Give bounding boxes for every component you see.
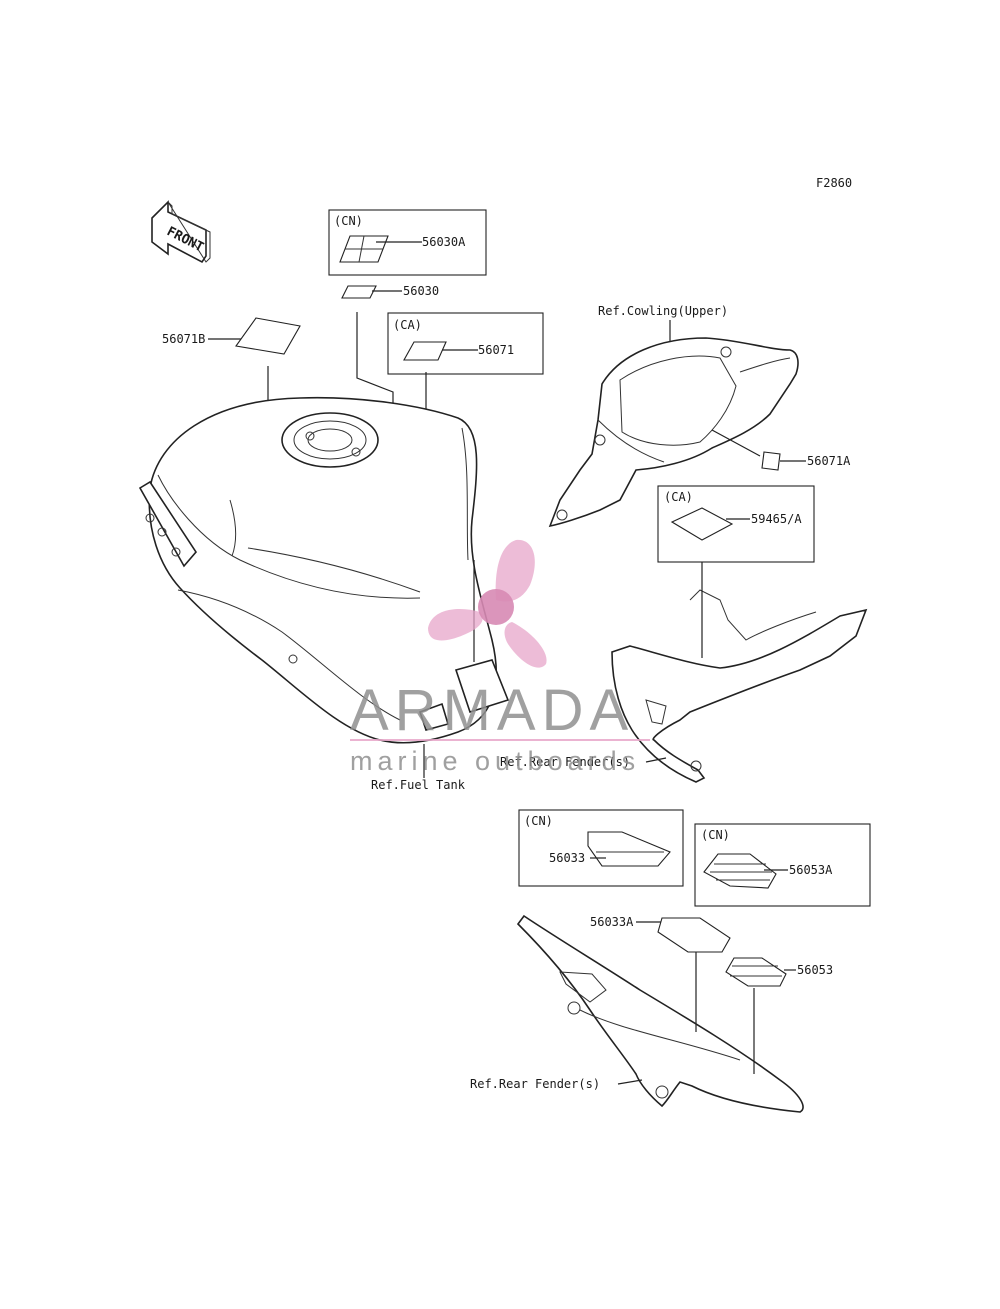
label-59465A: 59465/A bbox=[751, 512, 802, 526]
label-56071A: 56071A bbox=[807, 454, 851, 468]
decal-56053 bbox=[725, 957, 787, 987]
tag-cn-lower-left: (CN) bbox=[524, 814, 553, 828]
fuel-tank bbox=[138, 396, 510, 744]
label-56030: 56030 bbox=[403, 284, 439, 298]
cowling-upper bbox=[548, 337, 799, 528]
tag-ca-mid: (CA) bbox=[393, 318, 422, 332]
decal-56030 bbox=[341, 285, 377, 299]
ca-box-59465A bbox=[657, 485, 815, 563]
decal-56033 bbox=[587, 831, 671, 867]
decal-56053A bbox=[703, 853, 777, 889]
cn-box-56053A bbox=[694, 823, 871, 907]
ref-cowling-upper: Ref.Cowling(Upper) bbox=[598, 304, 728, 318]
decal-56071 bbox=[403, 341, 447, 361]
ca-box-56071 bbox=[387, 312, 544, 375]
decal-56071B bbox=[235, 317, 301, 355]
figure-code: F2860 bbox=[816, 176, 852, 190]
ref-rear-fender-bottom: Ref.Rear Fender(s) bbox=[470, 1077, 600, 1091]
ref-fuel-tank: Ref.Fuel Tank bbox=[371, 778, 466, 792]
cn-box-56030A bbox=[328, 209, 487, 276]
label-56071: 56071 bbox=[478, 343, 514, 357]
cn-box-56033 bbox=[518, 809, 684, 887]
decal-56033A bbox=[657, 917, 731, 953]
label-56071B: 56071B bbox=[162, 332, 205, 346]
label-56033A: 56033A bbox=[590, 915, 634, 929]
label-56030A: 56030A bbox=[422, 235, 466, 249]
label-56053A: 56053A bbox=[789, 863, 833, 877]
watermark-tagline: marine outboards bbox=[350, 746, 640, 776]
decal-56030A bbox=[339, 235, 389, 263]
watermark: ARMADA marine outboards bbox=[350, 539, 650, 776]
label-56033: 56033 bbox=[549, 851, 585, 865]
rear-fender-bottom bbox=[516, 914, 804, 1113]
tag-ca-right: (CA) bbox=[664, 490, 693, 504]
tag-cn-lower-right: (CN) bbox=[701, 828, 730, 842]
ref-rear-fender-mid: Ref.Rear Fender(s) bbox=[500, 755, 630, 769]
label-56053: 56053 bbox=[797, 963, 833, 977]
propeller-logo-icon bbox=[428, 539, 547, 668]
decal-56071A bbox=[761, 451, 781, 471]
rear-fender-mid bbox=[611, 589, 868, 783]
front-arrow-icon: FRONT bbox=[151, 200, 211, 264]
decal-59465A bbox=[670, 507, 734, 541]
watermark-brand: ARMADA bbox=[350, 678, 634, 743]
tag-cn-top: (CN) bbox=[334, 214, 363, 228]
